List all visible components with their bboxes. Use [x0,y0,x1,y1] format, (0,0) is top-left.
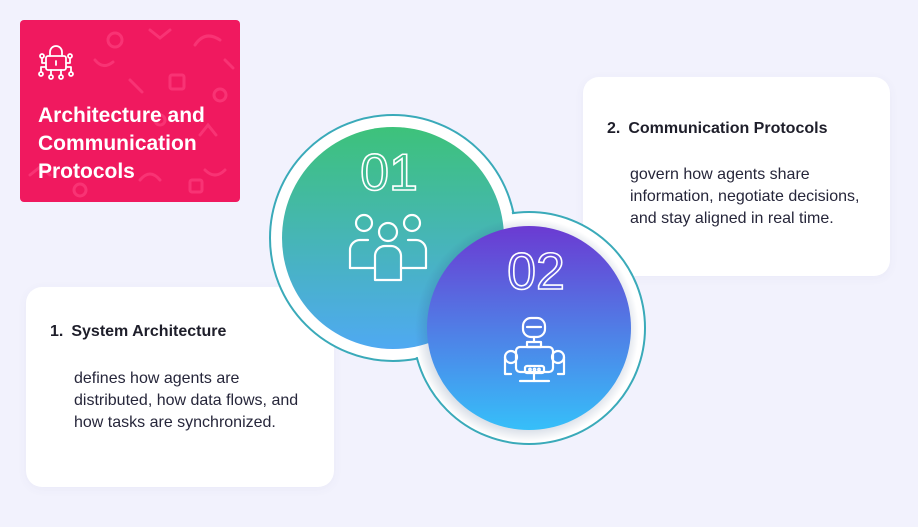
title-card: Architecture and Communication Protocols [20,20,240,202]
title-line: Protocols [38,160,135,183]
robot-icon [503,316,566,383]
step-card-system-architecture: 1. System Architecture defines how agents… [26,287,334,487]
step-marker: 1. [50,323,64,340]
page-title: Architecture and Communication Protocols [38,102,238,186]
title-line: Communication [38,132,197,155]
step-number-01: 01 [360,144,418,202]
step-marker: 2. [607,120,621,137]
step-description: defines how agents are distributed, how … [74,370,299,431]
step-card-communication-protocols: 2. Communication Protocols govern how age… [583,77,890,276]
step-heading: 1. System Architecture [50,323,226,341]
decorative-pattern [28,28,235,198]
team-icon [348,213,428,282]
title-line: Architecture and [38,104,205,127]
step-heading: 2. Communication Protocols [607,120,827,138]
step-number-02: 02 [507,243,565,301]
step-title: System Architecture [71,323,227,340]
step-description: govern how agents share information, neg… [630,166,860,227]
step-title: Communication Protocols [628,120,828,137]
lock-network-icon [38,45,74,80]
